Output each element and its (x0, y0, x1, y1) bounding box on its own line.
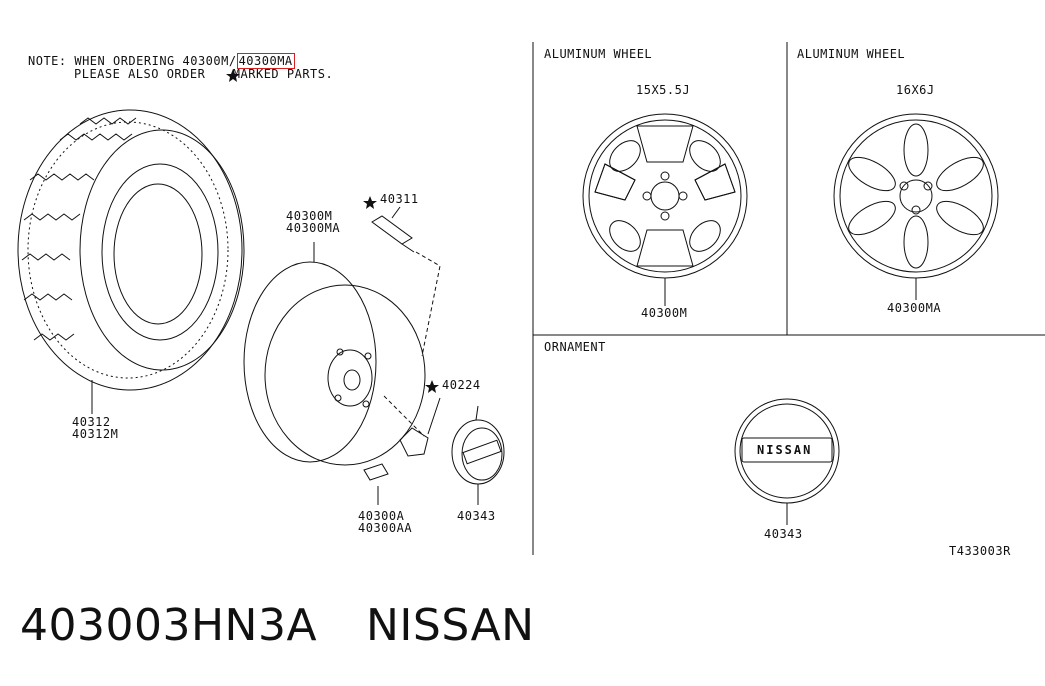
alu2-title: ALUMINUM WHEEL (797, 47, 906, 61)
wheel-drawing (243, 206, 505, 505)
alu-wheel-2 (833, 113, 999, 300)
tire-part-label-2: 40312M (72, 427, 119, 441)
alu1-title: ALUMINUM WHEEL (544, 47, 653, 61)
weight-part-label-2: 40300AA (358, 521, 413, 535)
wheel-part-label-2: 40300MA (286, 221, 341, 235)
note-prefix: NOTE: (28, 54, 67, 68)
note-text-3: MARKED PARTS. (232, 67, 334, 81)
tire-part-label-1: 40312 (72, 415, 111, 429)
wheel-part-label-1: 40300M (286, 209, 333, 223)
alu-wheel-1 (582, 113, 748, 306)
brand-name: NISSAN (366, 600, 535, 651)
note-text-2: PLEASE ALSO ORDER (74, 67, 206, 81)
note-line-2: PLEASE ALSO ORDER MARKED PARTS. (74, 68, 333, 81)
note-line-1: NOTE: WHEN ORDERING 40300M/40300MA (28, 53, 295, 69)
ornament-title: ORNAMENT (544, 340, 606, 354)
part-number: 403003HN3A (20, 600, 318, 651)
figure-code: T433003R (949, 544, 1011, 558)
alu2-size: 16X6J (896, 83, 935, 97)
alu1-size: 15X5.5J (636, 83, 691, 97)
valve-part-label: 40311 (380, 192, 419, 206)
cap-part-label: 40343 (457, 509, 496, 523)
alu1-part-label: 40300M (641, 306, 688, 320)
weight-part-label-1: 40300A (358, 509, 405, 523)
alu2-part-label: 40300MA (887, 301, 942, 315)
ornament-part-label: 40343 (764, 527, 803, 541)
diagram-canvas (17, 42, 1045, 555)
ornament-drawing (734, 398, 840, 525)
nut-part-label: 40224 (442, 378, 481, 392)
ornament-logo: NISSAN (757, 443, 813, 457)
star-icon (226, 69, 439, 393)
parts-diagram (17, 42, 1045, 555)
note-text-1: WHEN ORDERING 40300M/ (74, 54, 237, 68)
tire-drawing (17, 109, 245, 414)
note-highlight: 40300MA (236, 53, 295, 69)
